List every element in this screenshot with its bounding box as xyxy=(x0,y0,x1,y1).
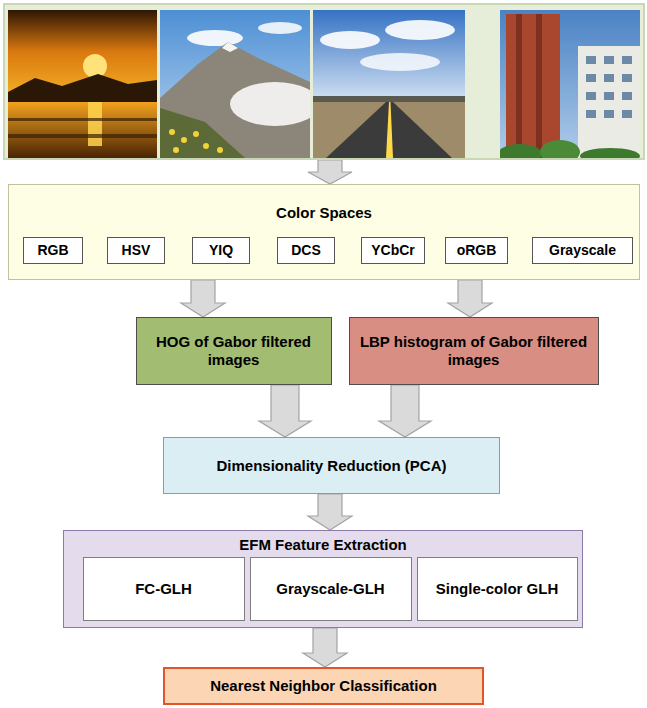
color-space-box: DCS xyxy=(277,237,335,264)
feature-box: FC-GLH xyxy=(83,557,245,621)
node-label: Single-color GLH xyxy=(436,580,559,598)
node-label: EFM Feature Extraction xyxy=(64,536,582,554)
road-photo xyxy=(313,10,465,158)
block-arrow xyxy=(379,385,431,437)
color-space-box: RGB xyxy=(23,237,83,264)
node-label: LBP histogram of Gabor filtered images xyxy=(356,333,592,369)
process-box: Nearest Neighbor Classification xyxy=(163,667,484,705)
block-arrow xyxy=(259,385,311,437)
node-label: DCS xyxy=(291,242,321,259)
node-label: FC-GLH xyxy=(135,580,192,598)
block-arrow xyxy=(308,494,352,530)
process-box: LBP histogram of Gabor filtered images xyxy=(349,317,599,385)
color-space-box: YCbCr xyxy=(361,237,425,264)
node-label: RGB xyxy=(37,242,68,259)
efm-panel: EFM Feature ExtractionFC-GLH Grayscale-GL… xyxy=(63,530,583,628)
sunset-photo xyxy=(8,10,157,158)
process-box: HOG of Gabor filtered images xyxy=(136,317,332,385)
color-space-box: Grayscale xyxy=(532,237,633,264)
color-space-box: oRGB xyxy=(445,237,508,264)
block-arrow xyxy=(303,628,347,667)
node-label: Grayscale-GLH xyxy=(276,580,384,598)
feature-box: Single-color GLH xyxy=(417,557,578,621)
color-spaces-panel: Color SpacesRGB HSV YIQ DCS YCbCr oRGB Graysca… xyxy=(8,184,640,280)
strip-ground xyxy=(3,3,645,160)
block-arrow xyxy=(181,280,225,317)
node-label: YIQ xyxy=(209,242,233,259)
node-label: Color Spaces xyxy=(9,204,639,222)
node-label: Dimensionality Reduction (PCA) xyxy=(216,457,446,475)
process-box: Dimensionality Reduction (PCA) xyxy=(163,437,500,494)
feature-box: Grayscale-GLH xyxy=(250,557,412,621)
building-photo xyxy=(500,10,640,158)
node-label: oRGB xyxy=(457,242,497,259)
block-arrow xyxy=(448,280,492,317)
node-label: HOG of Gabor filtered images xyxy=(143,333,325,369)
node-label: Nearest Neighbor Classification xyxy=(210,677,437,695)
block-arrow xyxy=(308,160,352,184)
node-label: Grayscale xyxy=(549,242,616,259)
color-space-box: YIQ xyxy=(192,237,250,264)
image-strip: ... xyxy=(3,3,645,160)
node-label: YCbCr xyxy=(371,242,415,259)
mountain-photo xyxy=(160,10,310,158)
color-space-box: HSV xyxy=(107,237,165,264)
node-label: HSV xyxy=(122,242,151,259)
